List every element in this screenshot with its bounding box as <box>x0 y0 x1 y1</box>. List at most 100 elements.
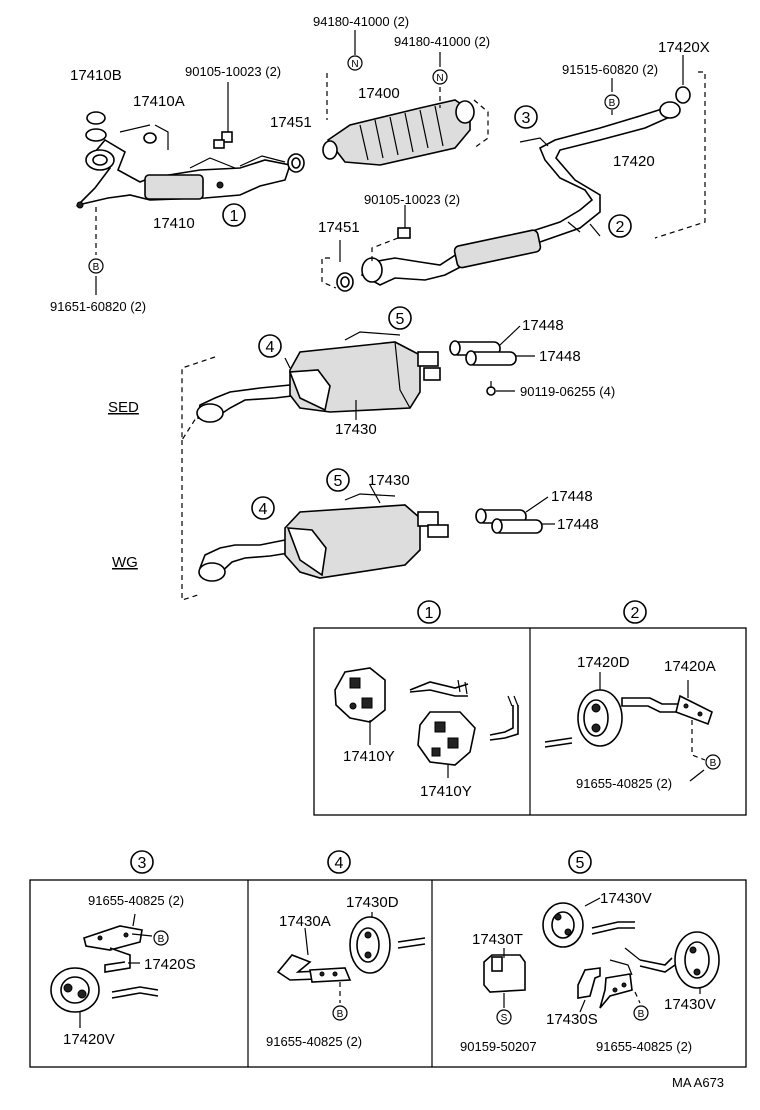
bubble-n-2: N <box>432 69 448 85</box>
label-17430s: 17430S <box>546 1011 598 1028</box>
svg-text:2: 2 <box>631 605 640 622</box>
label-17410a: 17410A <box>133 93 185 110</box>
variant-wg: WG <box>112 554 138 571</box>
label-91655-2: 91655-40825 (2) <box>576 776 672 791</box>
bubble-s-5: S <box>496 1009 512 1025</box>
front-exhaust-pipe <box>75 138 292 209</box>
label-17430a: 17430A <box>279 913 331 930</box>
callout-5-wg: 5 <box>326 468 350 492</box>
bubble-b-2: B <box>705 754 721 770</box>
svg-text:3: 3 <box>522 110 531 127</box>
exhaust-tips-sed <box>449 340 517 366</box>
bubble-b-3: B <box>153 930 169 946</box>
label-17420d: 17420D <box>577 654 630 671</box>
nut-17410a <box>143 132 157 144</box>
svg-text:1: 1 <box>230 208 239 225</box>
label-17410b: 17410B <box>70 67 122 84</box>
hanger-rod-5 <box>591 921 635 935</box>
callout-1-top: 1 <box>222 203 246 227</box>
label-17410: 17410 <box>153 215 195 232</box>
label-17451-a: 17451 <box>270 114 312 131</box>
rubber-hanger-17430v-b <box>674 931 720 989</box>
label-91655-5: 91655-40825 (2) <box>596 1039 692 1054</box>
label-17420v: 17420V <box>63 1031 115 1048</box>
callout-2-top: 2 <box>608 214 632 238</box>
label-17420s: 17420S <box>144 956 196 973</box>
detail-frame-3-4-5 <box>29 879 747 1068</box>
callout-3-detail: 3 <box>130 850 154 874</box>
label-90119: 90119-06255 (4) <box>520 384 615 399</box>
center-exhaust-pipe <box>360 101 681 286</box>
label-17448-d: 17448 <box>557 516 599 533</box>
label-90159: 90159-50207 <box>460 1039 537 1054</box>
svg-text:B: B <box>638 1009 645 1020</box>
label-91655-4: 91655-40825 (2) <box>266 1034 362 1049</box>
label-17448-b: 17448 <box>539 348 581 365</box>
label-17430-sed: 17430 <box>335 421 377 438</box>
callout-4-wg: 4 <box>251 496 275 520</box>
label-91651: 91651-60820 (2) <box>50 299 146 314</box>
rubber-hanger-17430d <box>349 916 391 974</box>
svg-text:B: B <box>609 98 616 109</box>
label-91655-3: 91655-40825 (2) <box>88 893 184 908</box>
label-17420: 17420 <box>613 153 655 170</box>
svg-text:S: S <box>501 1013 508 1024</box>
label-17400: 17400 <box>358 85 400 102</box>
svg-text:3: 3 <box>138 855 147 872</box>
tailpipe-muffler-sed <box>196 331 441 423</box>
label-17448-a: 17448 <box>522 317 564 334</box>
rubber-block-17430t <box>483 954 526 993</box>
label-17430v-a: 17430V <box>600 890 652 907</box>
bubble-b-left: B <box>88 258 104 274</box>
bubble-b-top: B <box>604 94 620 110</box>
svg-text:N: N <box>351 59 358 70</box>
label-91515: 91515-60820 (2) <box>562 62 658 77</box>
bracket-17430a <box>276 954 352 983</box>
bracket-17430s <box>577 967 633 1009</box>
callout-3-top: 3 <box>514 105 538 129</box>
svg-text:B: B <box>158 934 165 945</box>
hanger-pin-b <box>489 705 519 741</box>
gasket-ring <box>85 128 107 142</box>
label-17430-wg: 17430 <box>368 472 410 489</box>
svg-text:B: B <box>710 758 717 769</box>
callout-4-sed: 4 <box>258 334 282 358</box>
label-17430d: 17430D <box>346 894 399 911</box>
callout-5-detail: 5 <box>568 850 592 874</box>
gasket-17410b <box>86 111 106 125</box>
svg-text:4: 4 <box>259 501 268 518</box>
hanger-pin <box>409 681 469 697</box>
svg-text:4: 4 <box>266 339 275 356</box>
svg-text:1: 1 <box>425 605 434 622</box>
label-17420a: 17420A <box>664 658 716 675</box>
callout-2-detail: 2 <box>623 600 647 624</box>
callout-4-detail: 4 <box>327 850 351 874</box>
label-17430t: 17430T <box>472 931 523 948</box>
label-94180-b: 94180-41000 (2) <box>394 34 490 49</box>
svg-text:B: B <box>93 262 100 273</box>
hanger-rod-3 <box>111 986 159 999</box>
bolt-90105-b <box>397 227 411 239</box>
rubber-hanger-17430v-a <box>542 902 584 948</box>
svg-text:2: 2 <box>616 219 625 236</box>
hanger-rod <box>544 737 573 748</box>
rubber-hanger-17410y-a <box>334 667 386 723</box>
bracket-17420a <box>621 694 713 726</box>
label-17420x: 17420X <box>658 39 710 56</box>
gasket-17420x <box>675 86 691 104</box>
bubble-n-1: N <box>347 55 363 71</box>
catalytic-converter <box>322 99 489 166</box>
hanger-rod-5b <box>639 957 676 973</box>
hanger-rod-4 <box>397 937 426 949</box>
rubber-hanger-17420d <box>577 689 623 747</box>
bubble-b-5: B <box>633 1005 649 1021</box>
label-90105-b: 90105-10023 (2) <box>364 192 460 207</box>
svg-text:N: N <box>436 73 443 84</box>
bracket-17420s <box>83 925 143 973</box>
label-17410y-b: 17410Y <box>420 783 472 800</box>
bolt-90119 <box>486 381 515 396</box>
label-94180-a: 94180-41000 (2) <box>313 14 409 29</box>
callout-1-detail: 1 <box>417 600 441 624</box>
svg-text:5: 5 <box>576 855 585 872</box>
